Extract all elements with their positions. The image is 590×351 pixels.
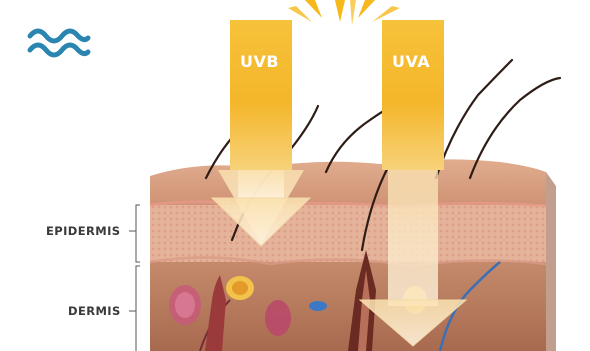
uvb-label: UVB: [240, 52, 279, 71]
uva-label: UVA: [392, 52, 430, 71]
layer-brackets: [129, 205, 140, 351]
dermis-label: DERMIS: [68, 304, 121, 318]
skin-surface: [150, 159, 546, 205]
epidermis-label: EPIDERMIS: [46, 224, 120, 238]
wave-logo-icon: [30, 31, 88, 55]
